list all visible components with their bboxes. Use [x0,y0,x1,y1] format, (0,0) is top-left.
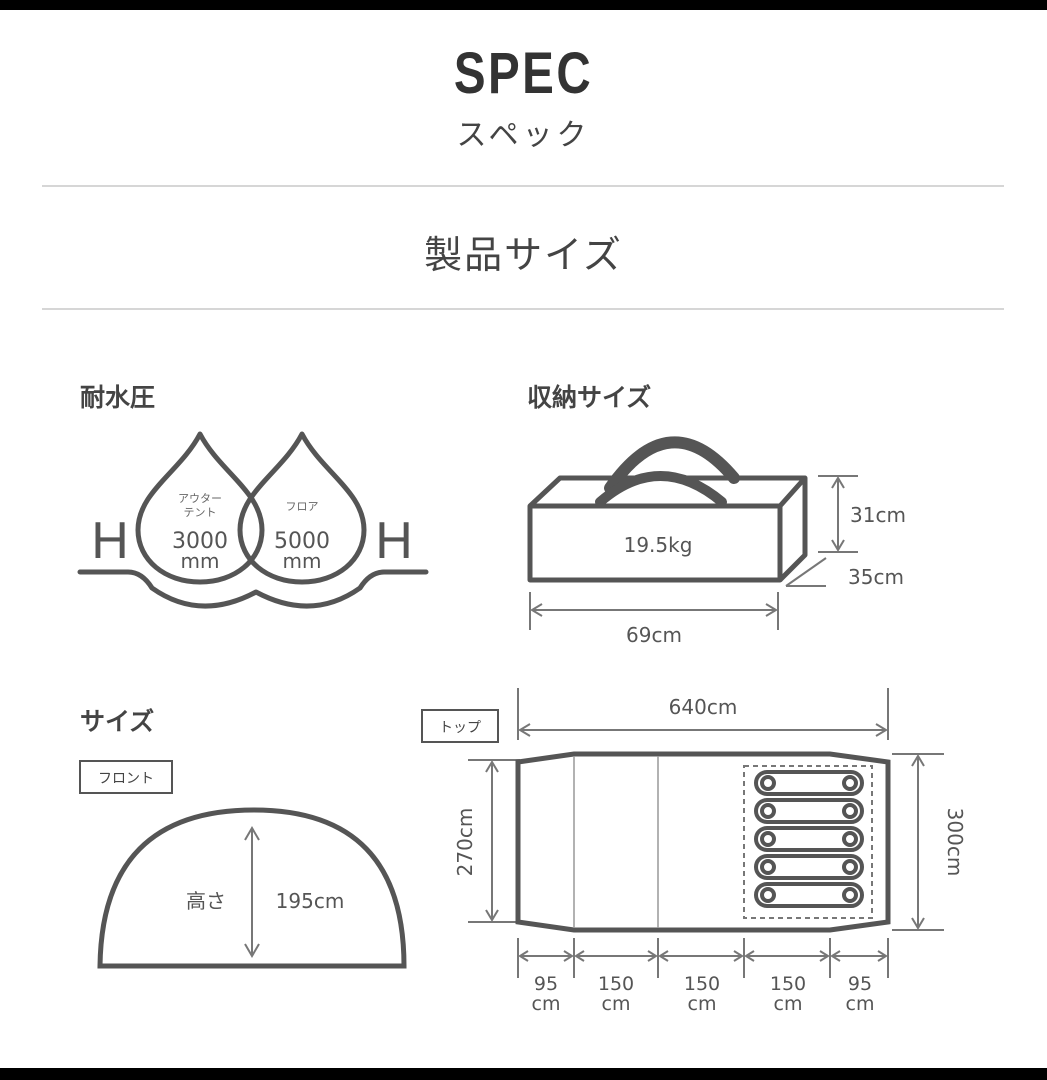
front-height-label: 高さ [186,889,226,913]
bag-width: 69cm [626,623,682,647]
outer-unit: mm [181,549,220,573]
spec-diagrams: H H アウター テント 3000 mm フロア 5000 mm [77,431,967,1015]
segment-3-unit: cm [688,993,717,1015]
bag-depth: 35cm [848,565,904,589]
top-label: トップ [439,720,481,736]
bag-weight: 19.5kg [624,533,693,557]
segment-1-value: 95 [534,973,558,995]
floor-label: フロア [286,500,319,513]
front-tent-outline [97,807,407,969]
divider-bottom [42,308,1004,310]
top-dimension-lines [468,688,944,978]
segment-2-value: 150 [598,973,634,995]
segment-2-unit: cm [602,993,631,1015]
top-total-length: 640cm [669,695,738,719]
page-title: SPEC [453,41,594,106]
segment-5-value: 95 [848,973,872,995]
front-label: フロント [98,771,154,787]
top-inner-width: 270cm [453,808,477,877]
storage-heading: 収納サイズ [527,383,652,412]
top-outer-width: 300cm [943,808,967,877]
floor-unit: mm [283,549,322,573]
page-subtitle: スペック [456,118,591,153]
front-height-value: 195cm [276,889,345,913]
outer-label-1: アウター [178,492,222,505]
h-letter-right: H [375,512,413,570]
floor-value: 5000 [274,529,330,554]
front-height-arrow [244,826,260,958]
storage-bag-icon [527,436,808,583]
outer-value: 3000 [172,529,228,554]
bag-height: 31cm [850,503,906,527]
outer-label-2: テント [184,506,217,519]
top-tent-outline [515,751,891,933]
top-view-label [421,709,499,743]
divider-top [42,185,1004,187]
segment-3-value: 150 [684,973,720,995]
h-letter-left: H [91,512,129,570]
segment-4-unit: cm [774,993,803,1015]
sleeping-bags-icon [754,770,864,908]
segment-4-value: 150 [770,973,806,995]
segment-1-unit: cm [532,993,561,1015]
storage-dimension-lines [529,475,858,630]
segment-5-unit: cm [846,993,875,1015]
spec-page: SPEC スペック 製品サイズ 耐水圧 収納サイズ サイズ H H アウター テ… [0,10,1047,1068]
water-drop-icons [77,431,429,609]
section-title: 製品サイズ [424,233,623,277]
size-heading: サイズ [80,707,155,736]
front-view-label [79,760,173,794]
waterproof-heading: 耐水圧 [80,383,156,412]
